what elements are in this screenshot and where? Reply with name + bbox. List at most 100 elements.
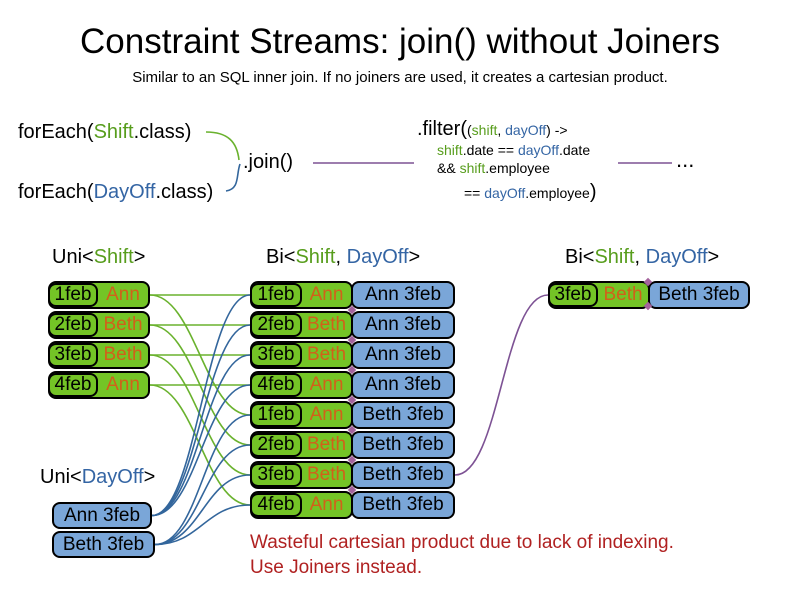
code-token-dayoff-class: DayOff: [93, 181, 156, 203]
connection-line: [149, 384, 251, 506]
code-token: .employee: [525, 185, 590, 201]
cartesian-employee-cell: Beth: [306, 464, 347, 485]
shift-row: 1feb Ann: [48, 281, 150, 309]
code-ellipsis: ...: [676, 147, 695, 172]
shift-date-cell: 4feb: [48, 373, 98, 397]
label-token: >: [707, 246, 720, 268]
label-token: >: [408, 246, 421, 268]
bi-result-label: Bi<Shift, DayOff>: [565, 246, 719, 269]
connection-line: [151, 354, 251, 517]
shift-date-cell: 3feb: [48, 343, 98, 367]
code-filter-line3: && shift.employee: [437, 160, 550, 176]
cartesian-employee-cell: Beth: [306, 344, 347, 365]
connection-line: [154, 444, 251, 546]
cartesian-employee-cell: Ann: [309, 374, 344, 395]
cartesian-pair-cell: Beth 3feb: [351, 461, 455, 489]
code-foreach-shift: forEach(Shift.class): [18, 121, 191, 144]
cartesian-date-cell: 3feb: [250, 463, 302, 487]
code-token: .class): [155, 181, 214, 203]
code-token: ,: [497, 122, 506, 138]
cartesian-pair-cell: Ann 3feb: [351, 371, 455, 399]
code-token-shift-class: Shift: [93, 121, 134, 143]
code-token: .date: [558, 142, 591, 158]
shift-date-cell: 2feb: [48, 313, 98, 337]
code-token-dayoff-arg: dayOff: [517, 142, 559, 158]
warning-line2: Use Joiners instead.: [250, 557, 423, 578]
label-token-shift: Shift: [295, 246, 336, 268]
connection-line: [154, 414, 251, 546]
code-token: ) ->: [546, 122, 568, 138]
cartesian-date-cell: 2feb: [250, 433, 302, 457]
code-filter-line1: .filter((shift, dayOff) ->: [417, 118, 568, 141]
cartesian-shift-box: 4feb Ann: [250, 491, 353, 519]
label-token: Uni<: [52, 246, 94, 268]
code-token: forEach(: [18, 121, 94, 143]
cartesian-employee-cell: Ann: [309, 494, 344, 515]
cartesian-date-cell: 1feb: [250, 283, 302, 307]
code-join: .join(): [243, 151, 294, 173]
code-token-shift-arg: shift: [471, 122, 498, 138]
page-subtitle: Similar to an SQL inner join. If no join…: [132, 69, 668, 86]
cartesian-shift-box: 1feb Ann: [250, 401, 353, 429]
code-token-dayoff-arg: dayOff: [505, 122, 547, 138]
warning-line1: Wasteful cartesian product due to lack o…: [250, 532, 674, 553]
uni-dayoff-label: Uni<DayOff>: [40, 466, 155, 489]
code-token: &&: [437, 160, 460, 176]
connection-line: [151, 294, 251, 517]
connection-line: [149, 354, 251, 476]
connection-line: [154, 504, 251, 546]
cartesian-employee-cell: Beth: [306, 434, 347, 455]
label-token: >: [143, 466, 156, 488]
shift-date-cell: 1feb: [48, 283, 98, 307]
shift-employee-cell: Beth: [103, 314, 143, 335]
cartesian-date-cell: 1feb: [250, 403, 302, 427]
code-token-dayoff-arg: dayOff: [484, 185, 526, 201]
cartesian-employee-cell: Ann: [309, 284, 344, 305]
connection-line: [454, 294, 549, 476]
bi-cartesian-label: Bi<Shift, DayOff>: [266, 246, 420, 269]
label-token-shift: Shift: [594, 246, 635, 268]
label-token-shift: Shift: [93, 246, 134, 268]
cartesian-pair-cell: Beth 3feb: [351, 401, 455, 429]
label-token-dayoff: DayOff: [645, 246, 708, 268]
dayoff-row: Ann 3feb: [52, 502, 152, 529]
connection-line: [154, 474, 251, 546]
label-token: >: [133, 246, 146, 268]
label-token: Bi<: [266, 246, 296, 268]
join-bracket-shift-curve: [205, 131, 240, 161]
code-token: ): [589, 181, 597, 203]
cartesian-employee-cell: Beth: [306, 314, 347, 335]
shift-employee-cell: Ann: [106, 374, 140, 395]
cartesian-row: 1feb Ann Ann 3feb: [250, 281, 455, 309]
cartesian-employee-cell: Ann: [309, 404, 344, 425]
cartesian-date-cell: 4feb: [250, 493, 302, 517]
shift-employee-cell: Ann: [106, 284, 140, 305]
join-bracket-dayoff-curve: [225, 163, 241, 192]
code-token: ==: [464, 185, 485, 201]
code-token: forEach(: [18, 181, 94, 203]
code-token: .class): [133, 121, 192, 143]
cartesian-row: 1feb Ann Beth 3feb: [250, 401, 455, 429]
code-token: .filter(: [417, 118, 467, 140]
label-token-dayoff: DayOff: [81, 466, 144, 488]
code-token: (: [467, 122, 472, 138]
cartesian-pair-cell: Ann 3feb: [351, 281, 455, 309]
page-title: Constraint Streams: join() without Joine…: [80, 22, 720, 61]
code-filter-line2: shift.date == dayOff.date: [437, 142, 590, 158]
result-date-cell: 3feb: [548, 283, 598, 307]
connection-line: [151, 324, 251, 517]
cartesian-pair-cell: Beth 3feb: [351, 431, 455, 459]
